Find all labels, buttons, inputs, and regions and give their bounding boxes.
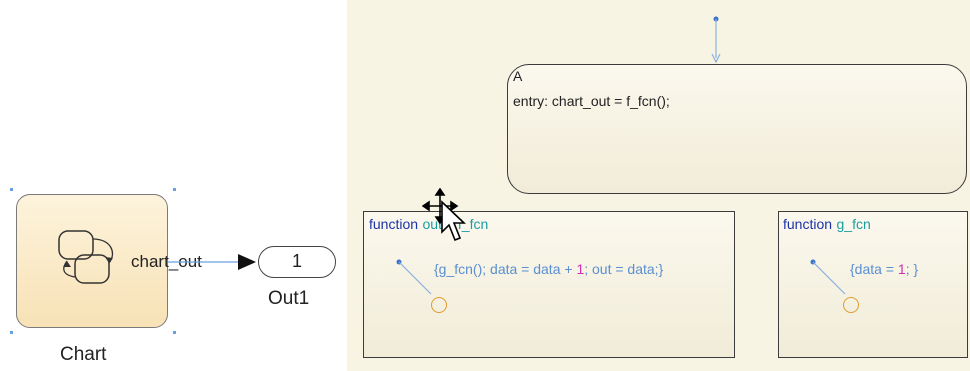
graphical-function-f-fcn[interactable]	[363, 211, 735, 358]
chart-block-caption: Chart	[60, 344, 107, 365]
state-a-entry-action: entry: chart_out = f_fcn();	[513, 93, 670, 109]
function-keyword: function	[369, 216, 419, 232]
state-a[interactable]	[507, 64, 967, 194]
chart-block[interactable]: chart_out	[16, 194, 202, 328]
outport-caption: Out1	[268, 288, 310, 309]
state-a-name: A	[513, 68, 523, 84]
graphical-function-g-fcn[interactable]	[778, 211, 968, 358]
g-fcn-transition-action: {data = 1; }	[850, 261, 919, 277]
chart-output-port-label: chart_out	[131, 252, 202, 271]
f-fcn-default-transition[interactable]	[395, 258, 439, 302]
default-transition-a[interactable]	[708, 14, 724, 66]
move-cursor-icon	[422, 188, 466, 242]
outport-number: 1	[291, 251, 302, 271]
g-fcn-name: g_fcn	[836, 216, 871, 232]
g-fcn-signature: function g_fcn	[783, 216, 871, 234]
signal-line[interactable]	[168, 250, 260, 274]
selection-handle[interactable]	[173, 331, 176, 334]
terminal-junction[interactable]	[431, 297, 447, 313]
chart-glyph-icon	[58, 230, 114, 284]
outport-block[interactable]: 1	[258, 246, 336, 278]
selection-handle[interactable]	[10, 331, 13, 334]
terminal-junction[interactable]	[843, 297, 859, 313]
function-keyword: function	[783, 216, 833, 232]
f-fcn-transition-action: {g_fcn(); data = data + 1; out = data;}	[434, 261, 664, 277]
selection-handle[interactable]	[10, 188, 13, 191]
selection-handle[interactable]	[173, 188, 176, 191]
g-fcn-default-transition[interactable]	[809, 258, 853, 302]
arrow-pointer-icon	[441, 200, 466, 242]
